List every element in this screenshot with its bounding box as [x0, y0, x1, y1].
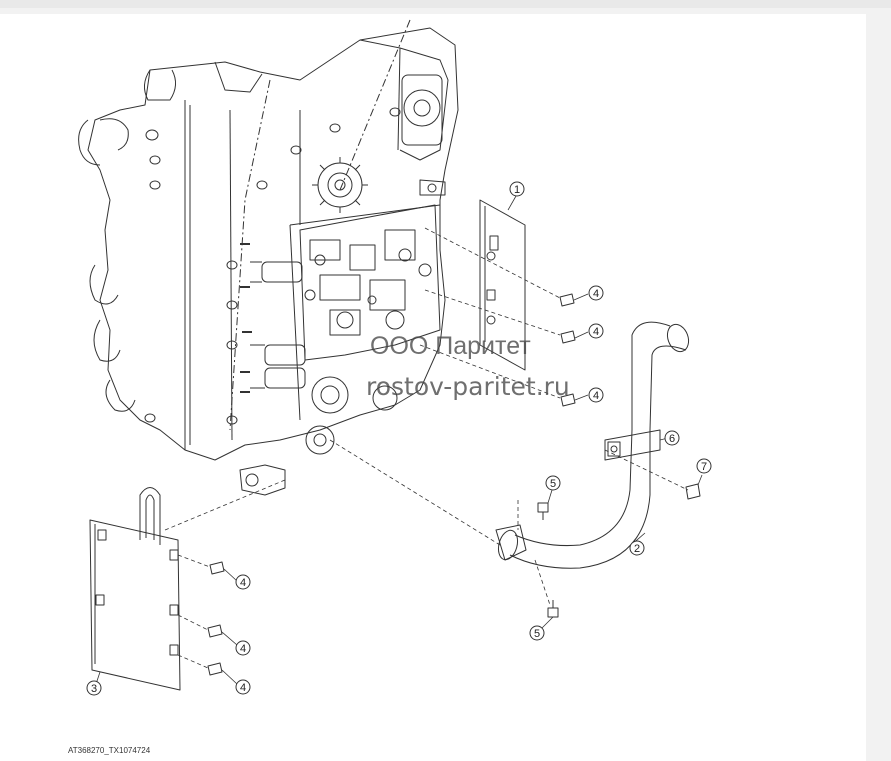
- callout-5a: 5: [545, 475, 561, 491]
- callout-2: 2: [629, 540, 645, 556]
- callout-4b: 4: [588, 323, 604, 339]
- watermark-company: ООО Паритет: [370, 332, 531, 360]
- svg-text:7: 7: [701, 461, 707, 473]
- callout-7: 7: [696, 458, 712, 474]
- part-1-cover-plate: [479, 199, 526, 371]
- leader-lines: [95, 195, 703, 685]
- callout-3: 3: [86, 680, 102, 696]
- solenoids: [250, 261, 306, 389]
- callout-1: 1: [509, 181, 525, 197]
- callout-4e: 4: [235, 640, 251, 656]
- svg-text:4: 4: [593, 390, 599, 402]
- bolt-5a: [537, 502, 549, 520]
- svg-text:1: 1: [514, 184, 520, 196]
- diagram-sheet: [0, 14, 866, 761]
- svg-text:4: 4: [240, 643, 246, 655]
- svg-text:5: 5: [550, 478, 556, 490]
- svg-text:4: 4: [240, 682, 246, 694]
- top-bar: [0, 0, 891, 8]
- watermark-website: rostov-paritet.ru: [366, 372, 570, 401]
- callout-4c: 4: [588, 387, 604, 403]
- callout-4d: 4: [235, 574, 251, 590]
- assembly-lines: [164, 227, 689, 669]
- svg-text:4: 4: [240, 577, 246, 589]
- reference-code: AT368270_TX1074724: [68, 746, 151, 755]
- callout-6: 6: [664, 430, 680, 446]
- svg-text:4: 4: [593, 288, 599, 300]
- transmission-housing: [78, 19, 459, 496]
- bolt-4b: [560, 330, 576, 344]
- part-2-pipe: [495, 321, 690, 569]
- valve-block: [299, 204, 441, 361]
- svg-text:3: 3: [91, 683, 97, 695]
- bolts: [207, 293, 701, 676]
- callouts: 1 4 4 4 6 7 5 2 5 4 4 4 3: [86, 181, 712, 696]
- callout-4a: 4: [588, 285, 604, 301]
- svg-text:6: 6: [669, 433, 675, 445]
- upper-gear: [312, 157, 368, 213]
- bolt-4a: [559, 293, 575, 307]
- lower-fitting: [239, 464, 286, 496]
- part-6-clamp: [604, 429, 661, 461]
- bolt-4c: [560, 393, 576, 407]
- svg-text:4: 4: [593, 326, 599, 338]
- bolt-4d: [209, 561, 225, 575]
- svg-text:5: 5: [534, 628, 540, 640]
- housing-bolts: [144, 107, 401, 425]
- callout-5b: 5: [529, 625, 545, 641]
- bolt-7: [685, 483, 701, 500]
- bolt-5b: [547, 600, 559, 618]
- bolt-4e: [207, 624, 223, 638]
- lower-gear: [305, 376, 398, 455]
- callout-4f: 4: [235, 679, 251, 695]
- svg-text:2: 2: [634, 543, 640, 555]
- part-3-lower-plate: [89, 487, 181, 691]
- bolt-4f: [207, 662, 223, 676]
